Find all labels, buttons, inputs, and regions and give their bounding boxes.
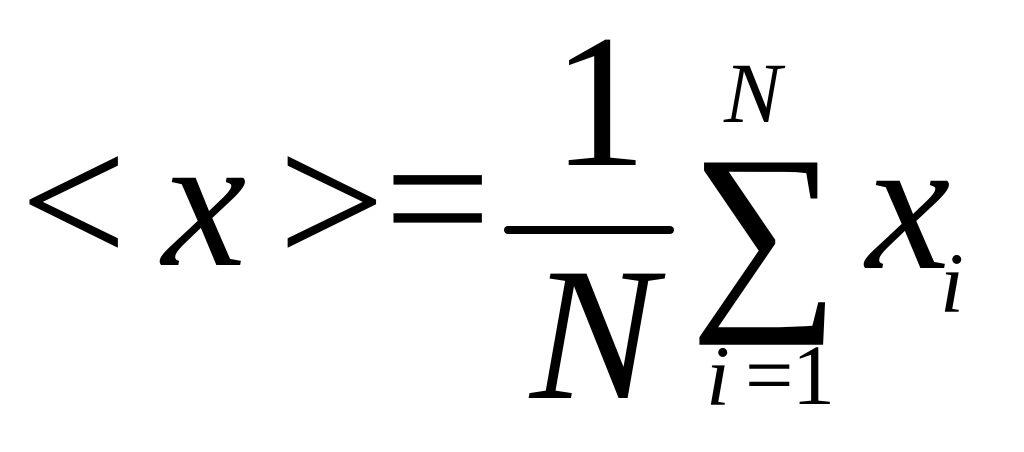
summand-subscript-i: i	[940, 235, 964, 331]
variable-x: x	[159, 97, 246, 307]
sum-lower-equals: =	[745, 327, 794, 423]
left-angle-bracket: <	[20, 97, 127, 307]
summand-x: x	[863, 100, 950, 310]
equals-sign: =	[384, 94, 491, 304]
fraction-numerator: 1	[552, 0, 647, 207]
sum-lower-index: i	[706, 328, 730, 424]
sum-upper-limit: N	[723, 45, 786, 141]
right-angle-bracket: >	[278, 97, 385, 307]
summation-symbol: ∑	[690, 114, 840, 346]
sum-lower-start: 1	[792, 327, 835, 423]
fraction-denominator: N	[528, 230, 666, 440]
